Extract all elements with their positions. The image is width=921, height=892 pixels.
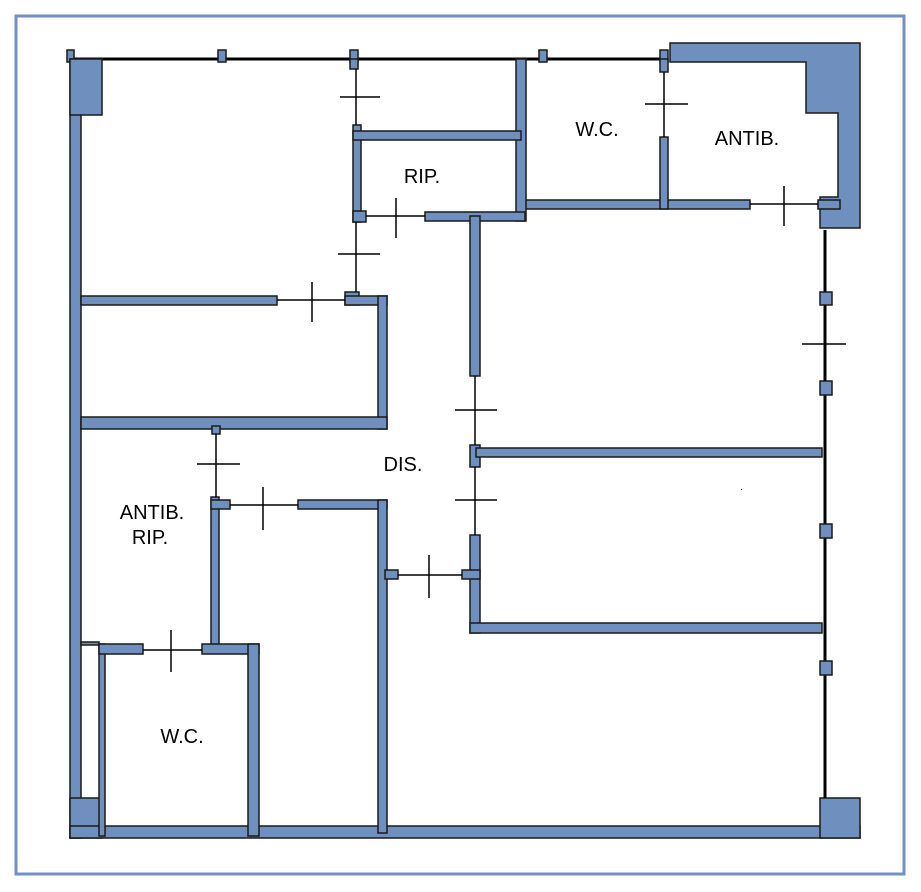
- wall: [98, 643, 144, 655]
- wall-post: [819, 380, 833, 396]
- door-mark: [802, 305, 846, 381]
- door-mark: [398, 555, 462, 598]
- wall: [352, 130, 522, 141]
- door-mark: [230, 487, 298, 530]
- wall: [469, 215, 481, 377]
- wall: [469, 622, 823, 634]
- door-mark: [277, 282, 345, 322]
- door-mark: [645, 72, 688, 137]
- wall: [211, 425, 221, 435]
- room-label-antib-top: ANTIB.: [715, 128, 779, 150]
- door-mark: [366, 198, 425, 238]
- bottom-right-corner-block: [819, 797, 861, 839]
- wall: [377, 499, 388, 834]
- room-labels: RIP. W.C. ANTIB. DIS. ANTIB. RIP. W.C.: [120, 119, 779, 748]
- picture-border: [14, 14, 906, 876]
- room-label-wc-top: W.C.: [575, 119, 618, 141]
- wall: [80, 416, 388, 430]
- wall: [659, 58, 669, 73]
- door-mark: [340, 69, 380, 125]
- room-label-rip: RIP.: [404, 166, 440, 188]
- wall: [247, 643, 260, 837]
- bottom-exterior-wall: [69, 825, 861, 839]
- wall-post: [538, 49, 548, 63]
- room-label-wc-bottom: W.C.: [160, 726, 203, 748]
- wall-post: [819, 523, 833, 539]
- wall: [659, 136, 669, 210]
- wall: [210, 499, 231, 510]
- wall: [297, 499, 388, 510]
- door-mark: [338, 222, 380, 292]
- wall: [516, 199, 751, 210]
- stray-dot: [741, 489, 742, 490]
- wall: [384, 569, 399, 580]
- room-label-antib-rip-line2: RIP.: [132, 527, 168, 549]
- wall: [377, 295, 388, 430]
- wall: [352, 210, 367, 223]
- wall: [210, 496, 220, 649]
- wall: [461, 569, 481, 580]
- top-right-corner-block: [669, 42, 861, 229]
- door-mark: [750, 186, 818, 226]
- wall: [475, 447, 823, 458]
- wall: [98, 643, 106, 837]
- wall-post: [819, 660, 833, 676]
- walls: [66, 42, 861, 839]
- top-left-corner-block: [69, 58, 103, 116]
- left-exterior-wall: [69, 58, 82, 839]
- wall: [349, 58, 359, 70]
- wall-post: [819, 291, 833, 306]
- wall: [80, 641, 100, 646]
- door-mark: [455, 467, 497, 535]
- door-mark: [143, 630, 202, 672]
- wall: [469, 534, 481, 634]
- door-mark: [455, 376, 497, 445]
- room-label-dis: DIS.: [384, 454, 423, 476]
- wall: [817, 199, 841, 210]
- door-marks: [143, 69, 846, 672]
- wall-post: [217, 49, 227, 63]
- wall: [80, 295, 278, 306]
- door-mark: [197, 434, 240, 497]
- room-label-antib-rip-line1: ANTIB.: [120, 502, 184, 524]
